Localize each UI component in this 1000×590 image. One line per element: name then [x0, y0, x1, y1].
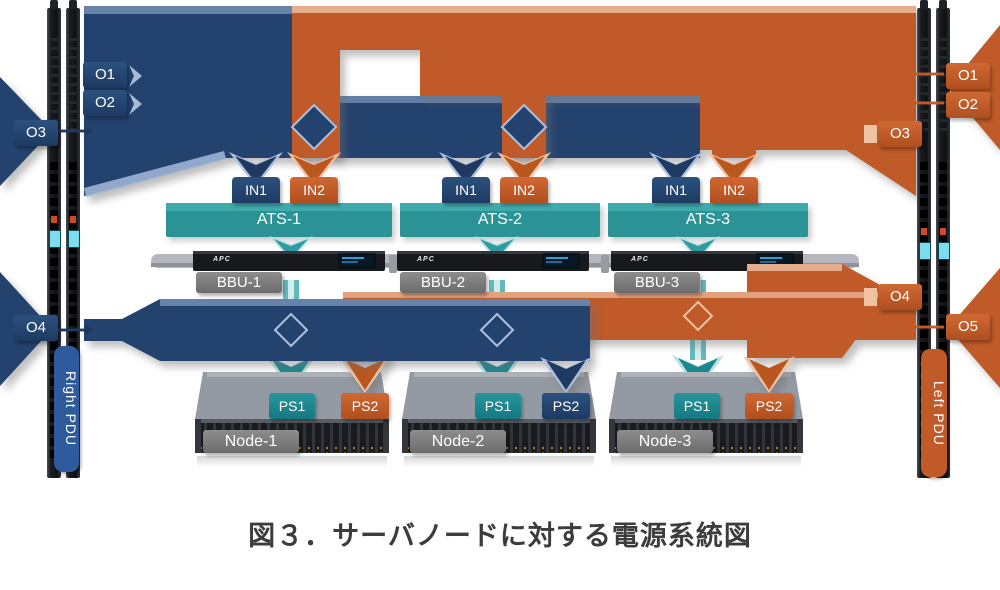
power-cord-stub [69, 0, 77, 9]
ats-to-bbu-arrows [269, 236, 720, 261]
ats2-in2-input: IN2 [500, 177, 548, 203]
pdu-display [49, 230, 61, 248]
node2-ps2: PS2 [542, 393, 590, 419]
left-pdu-label: Left PDU [921, 349, 947, 477]
right-pdu-outlet-o1: O1 [83, 62, 127, 88]
left-pdu-outlet-o4: O4 [878, 284, 922, 310]
power-cord-stub [939, 0, 947, 9]
node3-ps2: PS2 [745, 393, 793, 419]
left-outlet-connector-arrows [50, 126, 94, 335]
power-cord-stub [50, 0, 58, 9]
node1-label: Node-1 [203, 430, 299, 453]
node3-label: Node-3 [617, 430, 713, 453]
bbu3-brand-logo: APC [631, 256, 649, 263]
ats2-title: ATS-2 [477, 211, 523, 228]
left-pdu-outlet-o1: O1 [946, 63, 990, 89]
pdu-display [919, 242, 931, 260]
left-pdu-outlet-o2: O2 [946, 92, 990, 118]
right-outlet-tail-chevrons [864, 125, 877, 306]
right-pdu-outlet-o3: O3 [14, 120, 58, 146]
node3-ps1: PS1 [674, 393, 720, 419]
pdu-brand-mark [51, 216, 57, 223]
ats1-in2-input: IN2 [290, 177, 338, 203]
power-cord-stub [920, 0, 928, 9]
pdu-brand-mark [921, 228, 927, 235]
ats1-title: ATS-1 [256, 211, 302, 228]
right-pdu-label: Right PDU [54, 346, 79, 472]
ats3-in1-input: IN1 [652, 177, 700, 203]
ats3-title: ATS-3 [685, 211, 731, 228]
ats-bars [166, 203, 808, 237]
pdu-brand-mark [940, 228, 946, 235]
figure-caption: 図３．サーバノードに対する電源系統図 [248, 521, 752, 551]
bbu3-label: BBU-3 [614, 272, 700, 293]
top-crossing-diamonds [290, 103, 548, 151]
feed-leftpdu-to-in1-arrow [0, 6, 700, 386]
node1-ps2: PS2 [341, 393, 389, 419]
bbu2-brand-logo: APC [417, 256, 435, 263]
feed-rightpdu-to-in2-arrow [292, 6, 1000, 388]
node1-ps1: PS1 [269, 393, 315, 419]
ats3-in2-input: IN2 [710, 177, 758, 203]
bbu-chassis [193, 251, 803, 271]
feed-leftpdu-to-ps2-arrow [84, 299, 592, 393]
left-pdu-outlet-o3: O3 [878, 121, 922, 147]
left-outlet-tail-chevrons [129, 65, 142, 115]
mid-crossing-diamonds [273, 300, 714, 348]
in-arrowheads [229, 152, 761, 187]
bbu1-brand-logo: APC [213, 256, 231, 263]
right-pdu-outlet-o2: O2 [83, 90, 127, 116]
left-pdu-outlet-o5: O5 [946, 314, 990, 340]
bbu1-label: BBU-1 [196, 272, 282, 293]
right-pdu-outlet-o4: O4 [14, 315, 58, 341]
pdu-display [68, 230, 80, 248]
ats1-in1-input: IN1 [232, 177, 280, 203]
pdu-brand-mark [70, 216, 76, 223]
node2-ps1: PS1 [475, 393, 521, 419]
bbu2-label: BBU-2 [400, 272, 486, 293]
pdu-display [938, 242, 950, 260]
ats2-in1-input: IN1 [442, 177, 490, 203]
node2-label: Node-2 [410, 430, 506, 453]
